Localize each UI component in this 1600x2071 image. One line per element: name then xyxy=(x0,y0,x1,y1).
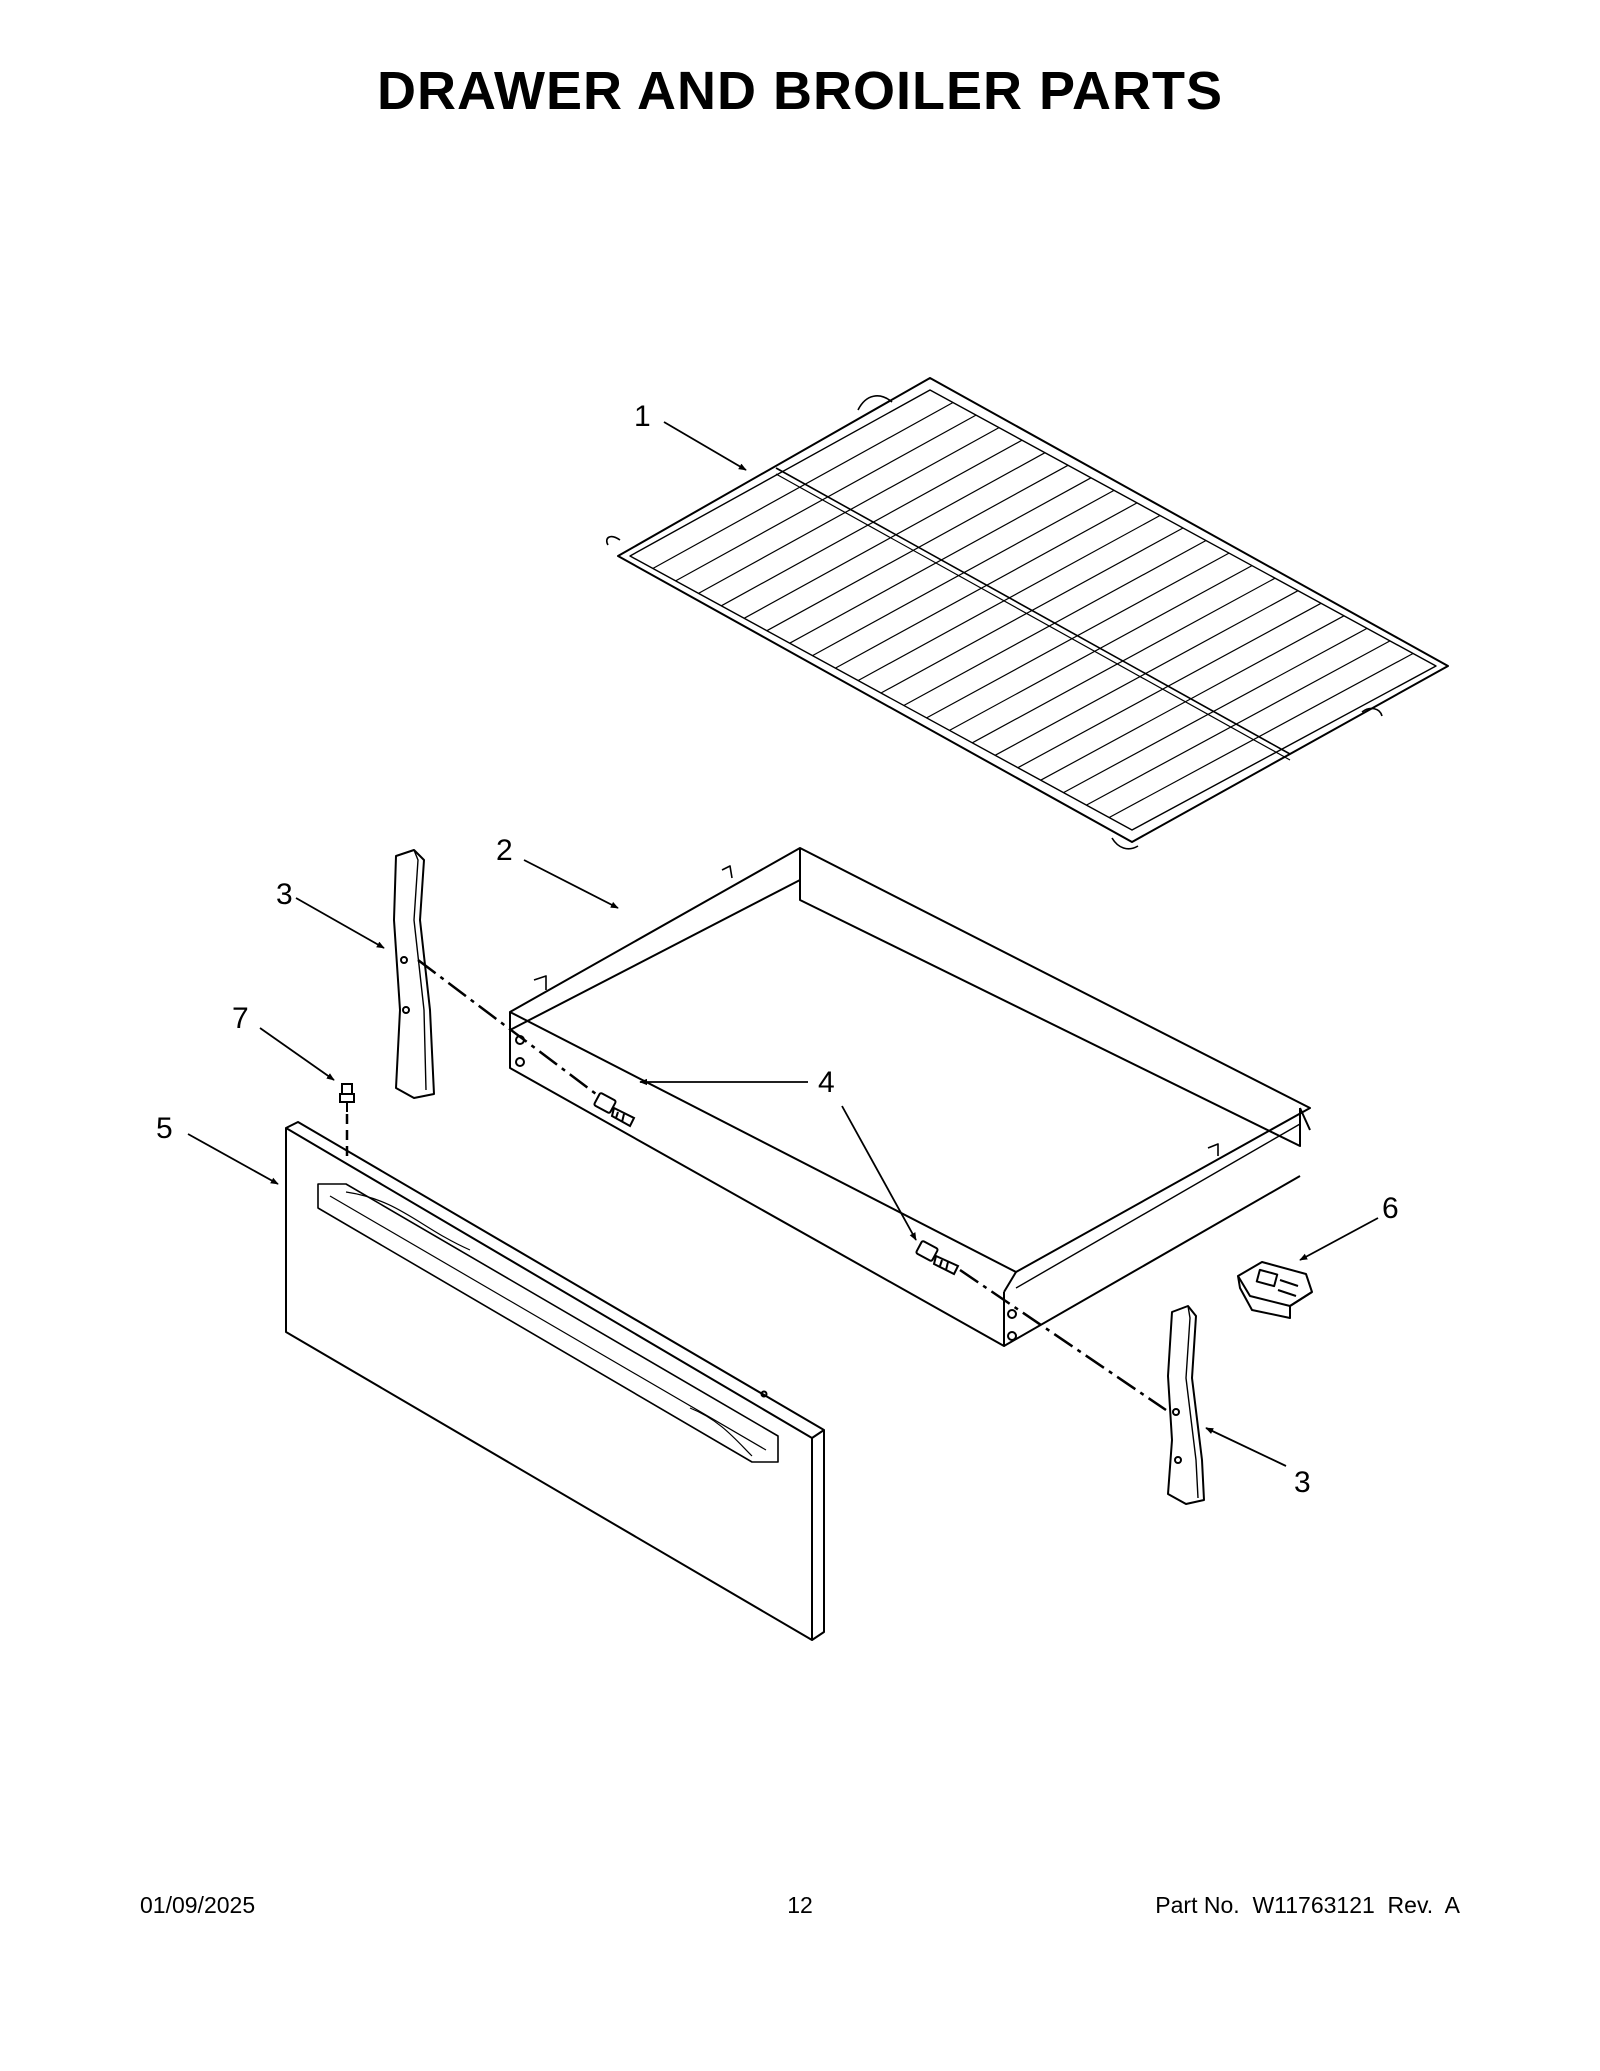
page-title: DRAWER AND BROILER PARTS xyxy=(377,61,1223,121)
rack-wire xyxy=(1040,615,1345,781)
rack-wire xyxy=(766,464,1069,632)
part-2-drawer-pan xyxy=(509,847,1311,1347)
rack-wire xyxy=(1086,640,1391,806)
rack-wire xyxy=(994,590,1299,756)
leader-arrow-1 xyxy=(663,421,747,471)
callout-3-right: 3 xyxy=(1294,1466,1311,1499)
rack-wire xyxy=(652,401,954,570)
leader-arrow-4-right xyxy=(841,1105,917,1241)
part-6-clip xyxy=(1237,1261,1313,1319)
callout-4: 4 xyxy=(818,1066,835,1099)
rack-wire xyxy=(789,477,1092,644)
leader-arrow-6 xyxy=(1299,1217,1379,1261)
footer-page-number: 12 xyxy=(787,1892,813,1918)
footer-part-number: Part No. W11763121 Rev. A xyxy=(1155,1892,1460,1918)
footer-date: 01/09/2025 xyxy=(140,1892,256,1918)
leader-arrow-3-right xyxy=(1205,1427,1287,1467)
part-7-stud xyxy=(339,1083,355,1112)
part-3-left-bracket xyxy=(393,849,435,1099)
rack-wire xyxy=(1108,652,1414,819)
part-5-drawer-front xyxy=(285,1121,825,1641)
callout-3-left: 3 xyxy=(276,878,293,911)
leader-arrow-7 xyxy=(259,1027,335,1081)
rack-wire xyxy=(972,577,1276,744)
part-4-screw-left xyxy=(593,1092,636,1128)
callout-labels: 1 2 3 3 4 5 6 7 xyxy=(156,400,1399,1499)
leader-arrow-2 xyxy=(523,859,619,909)
rack-wire xyxy=(675,414,977,582)
callout-2: 2 xyxy=(496,834,513,867)
callout-1: 1 xyxy=(634,400,651,433)
leader-arrow-3-left xyxy=(295,897,385,949)
leader-arrow-5 xyxy=(187,1133,279,1185)
rack-wire xyxy=(1063,627,1368,794)
rack-wire xyxy=(743,452,1046,619)
rack-wire xyxy=(721,439,1023,607)
part-3-right-bracket xyxy=(1167,1305,1205,1505)
leader-arrows xyxy=(187,421,1379,1467)
callout-6: 6 xyxy=(1382,1192,1399,1225)
part-1-oven-rack xyxy=(605,377,1449,850)
callout-5: 5 xyxy=(156,1112,173,1145)
rack-wire xyxy=(1017,602,1322,769)
assembly-lines xyxy=(345,959,1167,1412)
callout-7: 7 xyxy=(232,1002,249,1035)
part-4-screw-right xyxy=(915,1240,960,1276)
rack-wires xyxy=(652,401,1414,819)
rack-wire xyxy=(698,427,1000,594)
